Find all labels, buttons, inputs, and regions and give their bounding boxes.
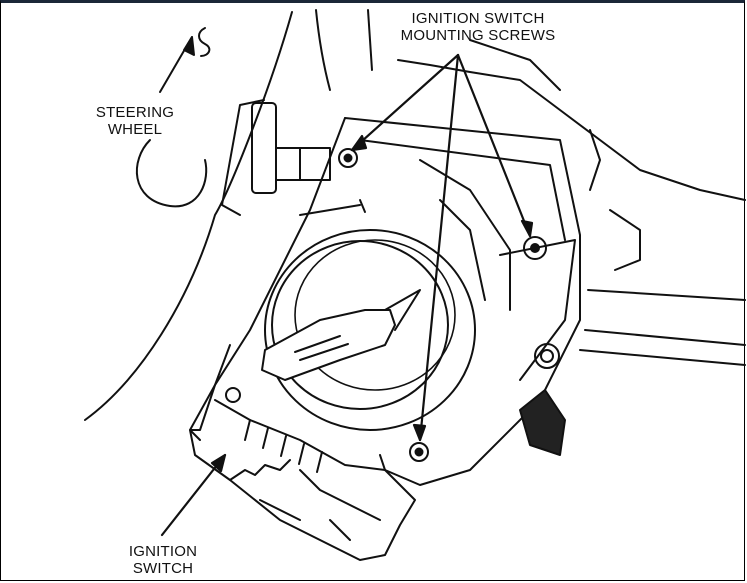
steering-wheel-label-line2: WHEEL <box>107 121 163 138</box>
steering-wheel-label-line1: STEERING <box>95 104 175 121</box>
mounting-screw-right <box>523 236 547 260</box>
mounting-screws-label-line1: IGNITION SWITCH <box>411 10 545 27</box>
steering-wheel-rim <box>136 139 208 208</box>
switch-base-plate <box>189 344 416 561</box>
ignition-switch-leader <box>160 453 227 537</box>
steering-column <box>84 9 746 421</box>
mounting-screw-upper <box>338 148 358 168</box>
lock-cylinder <box>264 199 476 431</box>
key <box>261 289 421 381</box>
steering-direction-arrow <box>159 27 211 93</box>
mounting-screws-leaders <box>350 53 534 442</box>
mounting-screws-label: IGNITION SWITCH MOUNTING SCREWS <box>388 10 568 44</box>
ignition-switch-label-line1: IGNITION <box>128 543 198 560</box>
mounting-screws-label-line2: MOUNTING SCREWS <box>400 27 556 44</box>
ignition-switch-label-line2: SWITCH <box>132 560 194 577</box>
mounting-screw-lower <box>409 442 429 462</box>
ignition-switch-label: IGNITION SWITCH <box>118 543 208 577</box>
steering-wheel-label: STEERING WHEEL <box>90 104 180 138</box>
steering-wheel-hub <box>221 99 331 216</box>
switch-housing <box>189 117 581 486</box>
